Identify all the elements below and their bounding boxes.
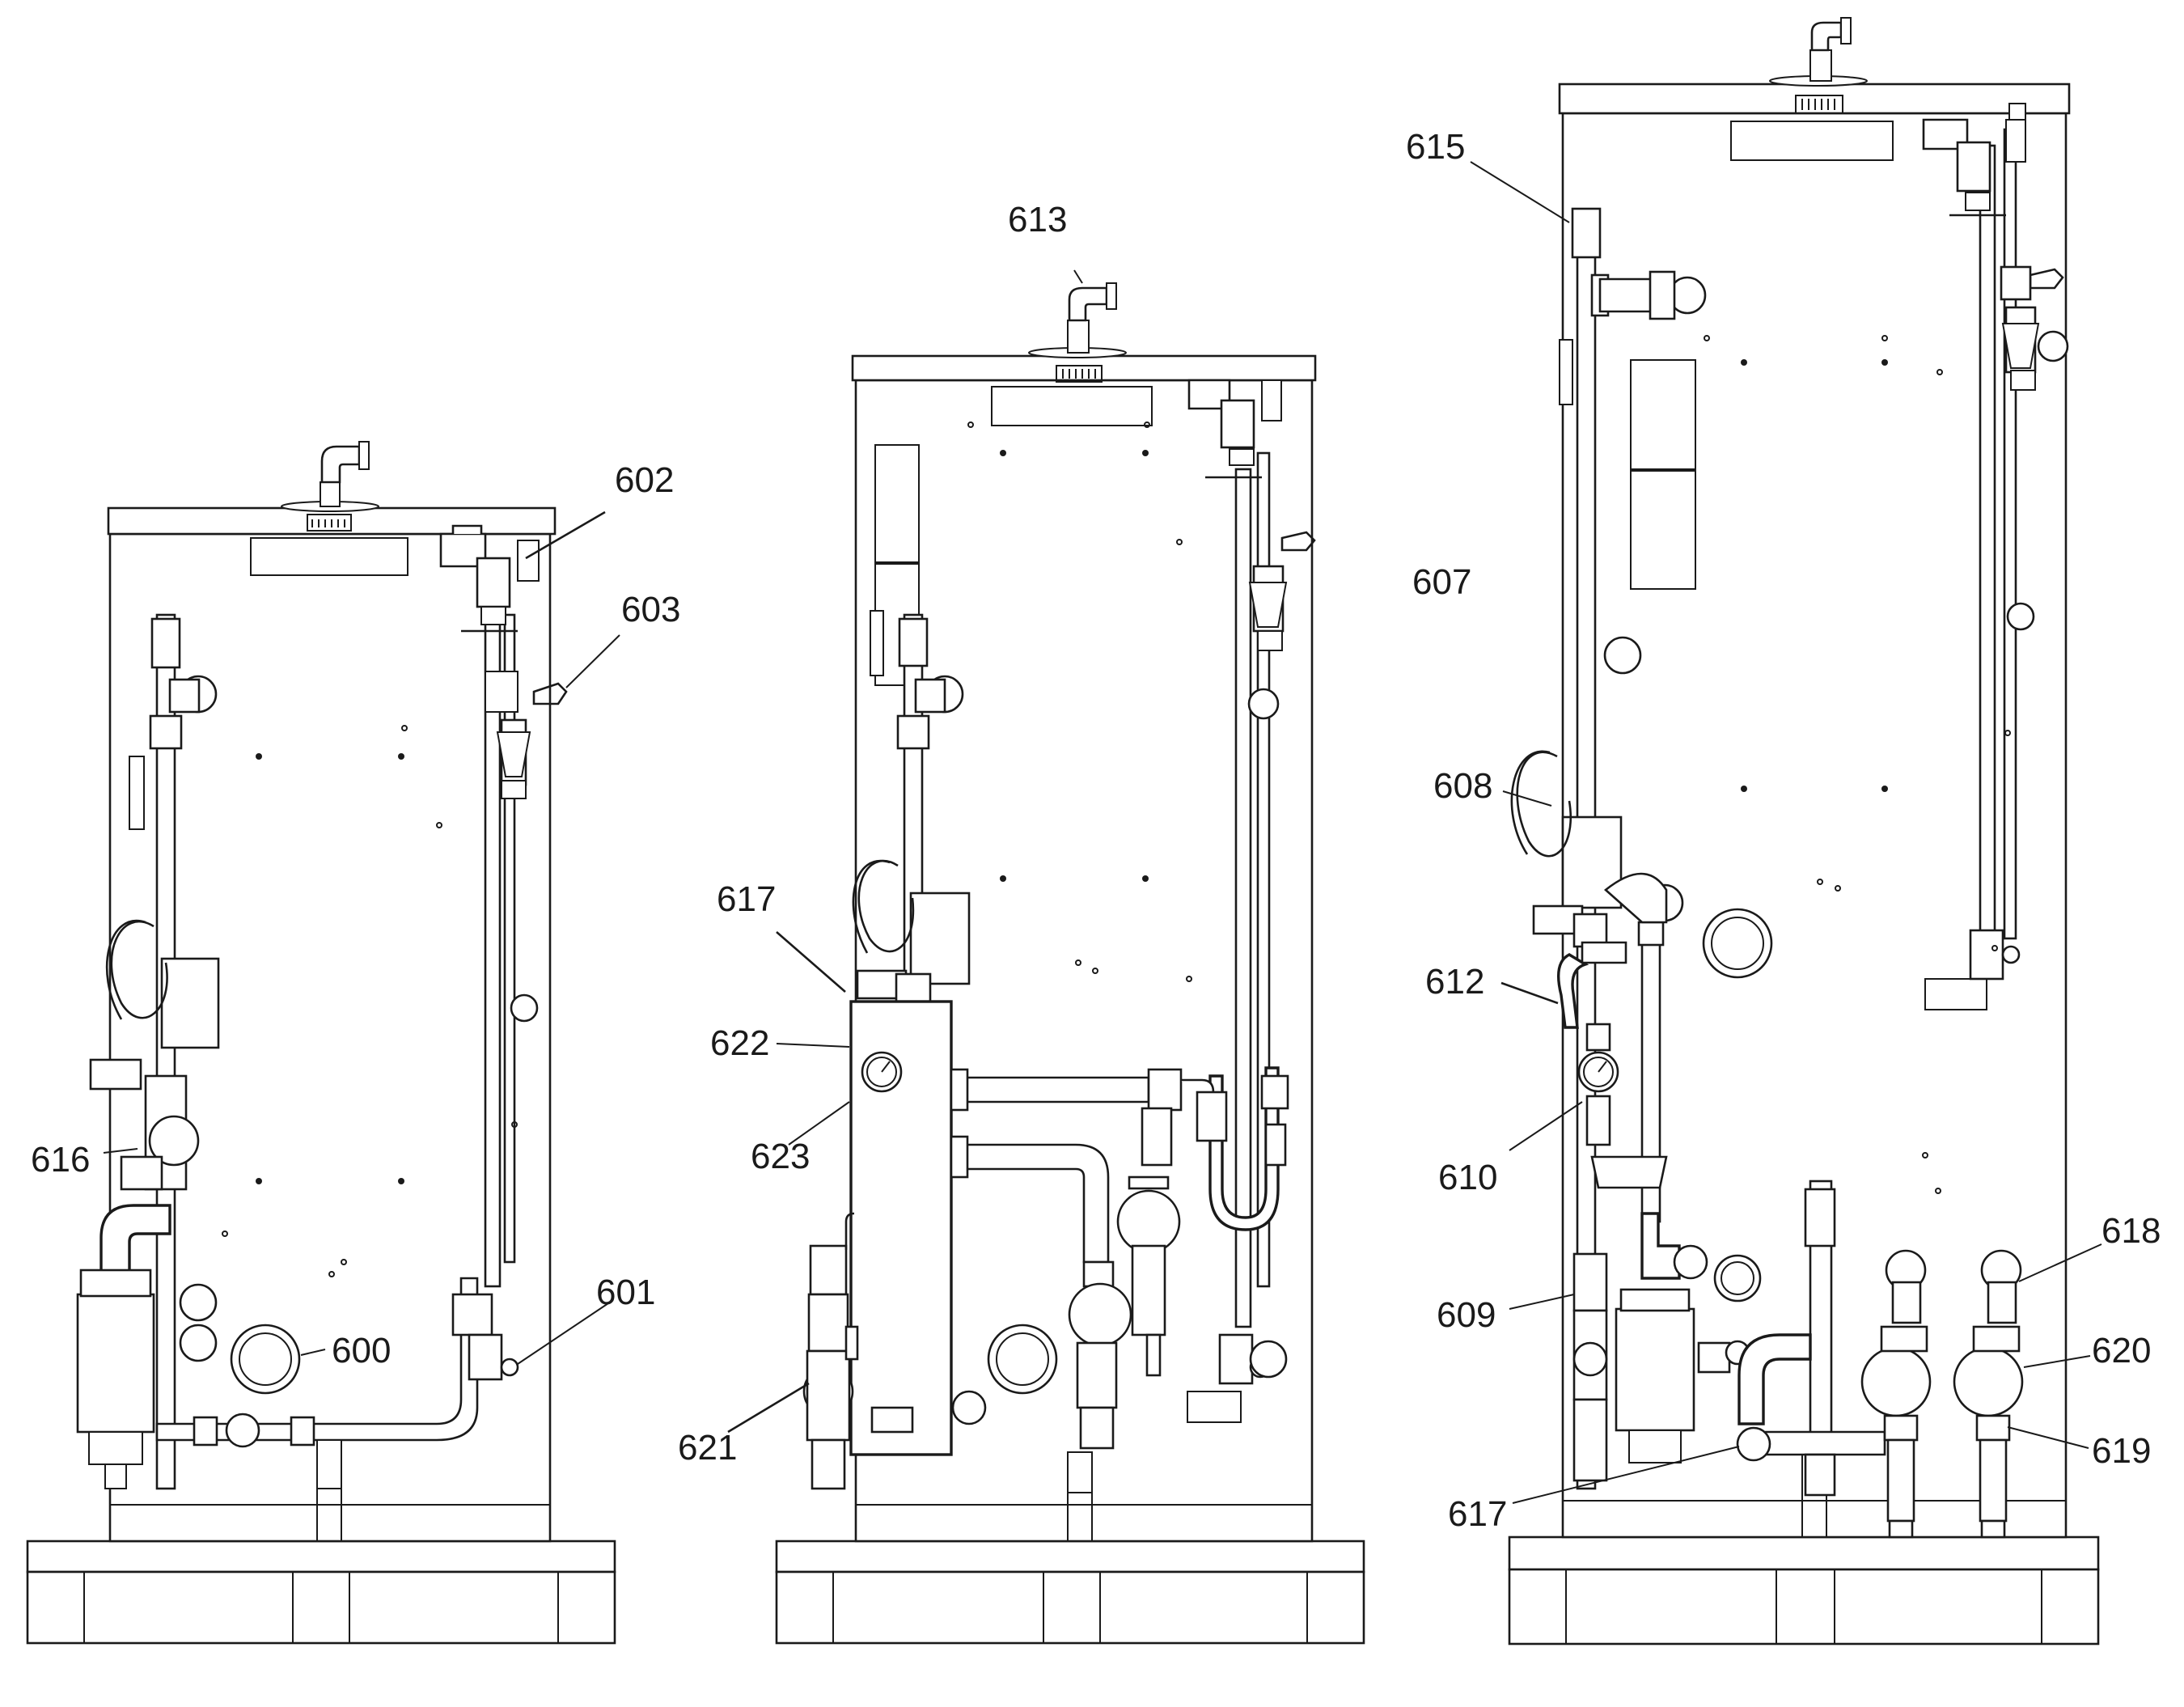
label-616: 616: [31, 1140, 90, 1180]
label-603: 603: [621, 590, 680, 629]
leader-621: [727, 1382, 810, 1434]
leader-603: [565, 634, 620, 688]
pipework-left: [76, 613, 539, 1490]
leader-622: [776, 1043, 850, 1048]
leader-617b: [1512, 1446, 1740, 1504]
leader-600: [300, 1349, 326, 1356]
leader-623: [788, 1101, 850, 1146]
label-618: 618: [2101, 1211, 2161, 1251]
leader-617: [776, 931, 846, 993]
fixing-points-right: [1704, 335, 2011, 1194]
leader-602: [525, 510, 606, 560]
safety-group-middle: [1187, 379, 1316, 1423]
leader-615: [1470, 161, 1570, 223]
label-608: 608: [1433, 766, 1492, 806]
pipework-right: [1510, 207, 2024, 1539]
label-612: 612: [1425, 962, 1484, 1002]
safety-group-right: [1922, 103, 2069, 981]
fixing-points-left: [222, 725, 518, 1277]
pallet-left: [26, 1540, 616, 1645]
leader-618: [2018, 1243, 2102, 1282]
leader-616: [103, 1148, 138, 1154]
safety-group-left: [439, 524, 568, 1288]
label-617: 617: [717, 879, 776, 919]
leader-608: [1502, 790, 1552, 807]
label-610: 610: [1438, 1158, 1497, 1197]
fixing-points-middle: [967, 421, 1192, 982]
leader-619: [2007, 1426, 2089, 1449]
label-600: 600: [332, 1331, 391, 1370]
label-621: 621: [678, 1428, 737, 1468]
leader-613: [1073, 269, 1083, 284]
cylinder-unit-right: 615 607 608 612 610 609 618 620 619 617: [1406, 17, 2161, 1646]
label-622: 622: [710, 1023, 769, 1063]
label-601: 601: [596, 1273, 655, 1312]
cylinder-unit-left: 602 603 616 601 600: [26, 441, 680, 1645]
label-617-right: 617: [1448, 1494, 1507, 1534]
label-613: 613: [1008, 200, 1067, 239]
label-615: 615: [1406, 127, 1465, 167]
leader-612: [1500, 981, 1559, 1005]
label-607: 607: [1412, 562, 1471, 602]
leader-620: [2023, 1355, 2091, 1368]
pipework-middle: [802, 610, 1288, 1493]
label-620: 620: [2092, 1331, 2151, 1370]
leader-610: [1509, 1101, 1583, 1151]
label-619: 619: [2092, 1431, 2151, 1471]
pallet-middle: [775, 1540, 1365, 1645]
label-623: 623: [751, 1137, 810, 1176]
leader-601: [517, 1299, 614, 1365]
label-609: 609: [1437, 1295, 1496, 1335]
pallet-right: [1508, 1535, 2100, 1646]
cylinder-unit-middle: 613 617 622 623 621: [678, 200, 1365, 1645]
leader-609: [1509, 1294, 1575, 1310]
label-602: 602: [615, 460, 674, 500]
